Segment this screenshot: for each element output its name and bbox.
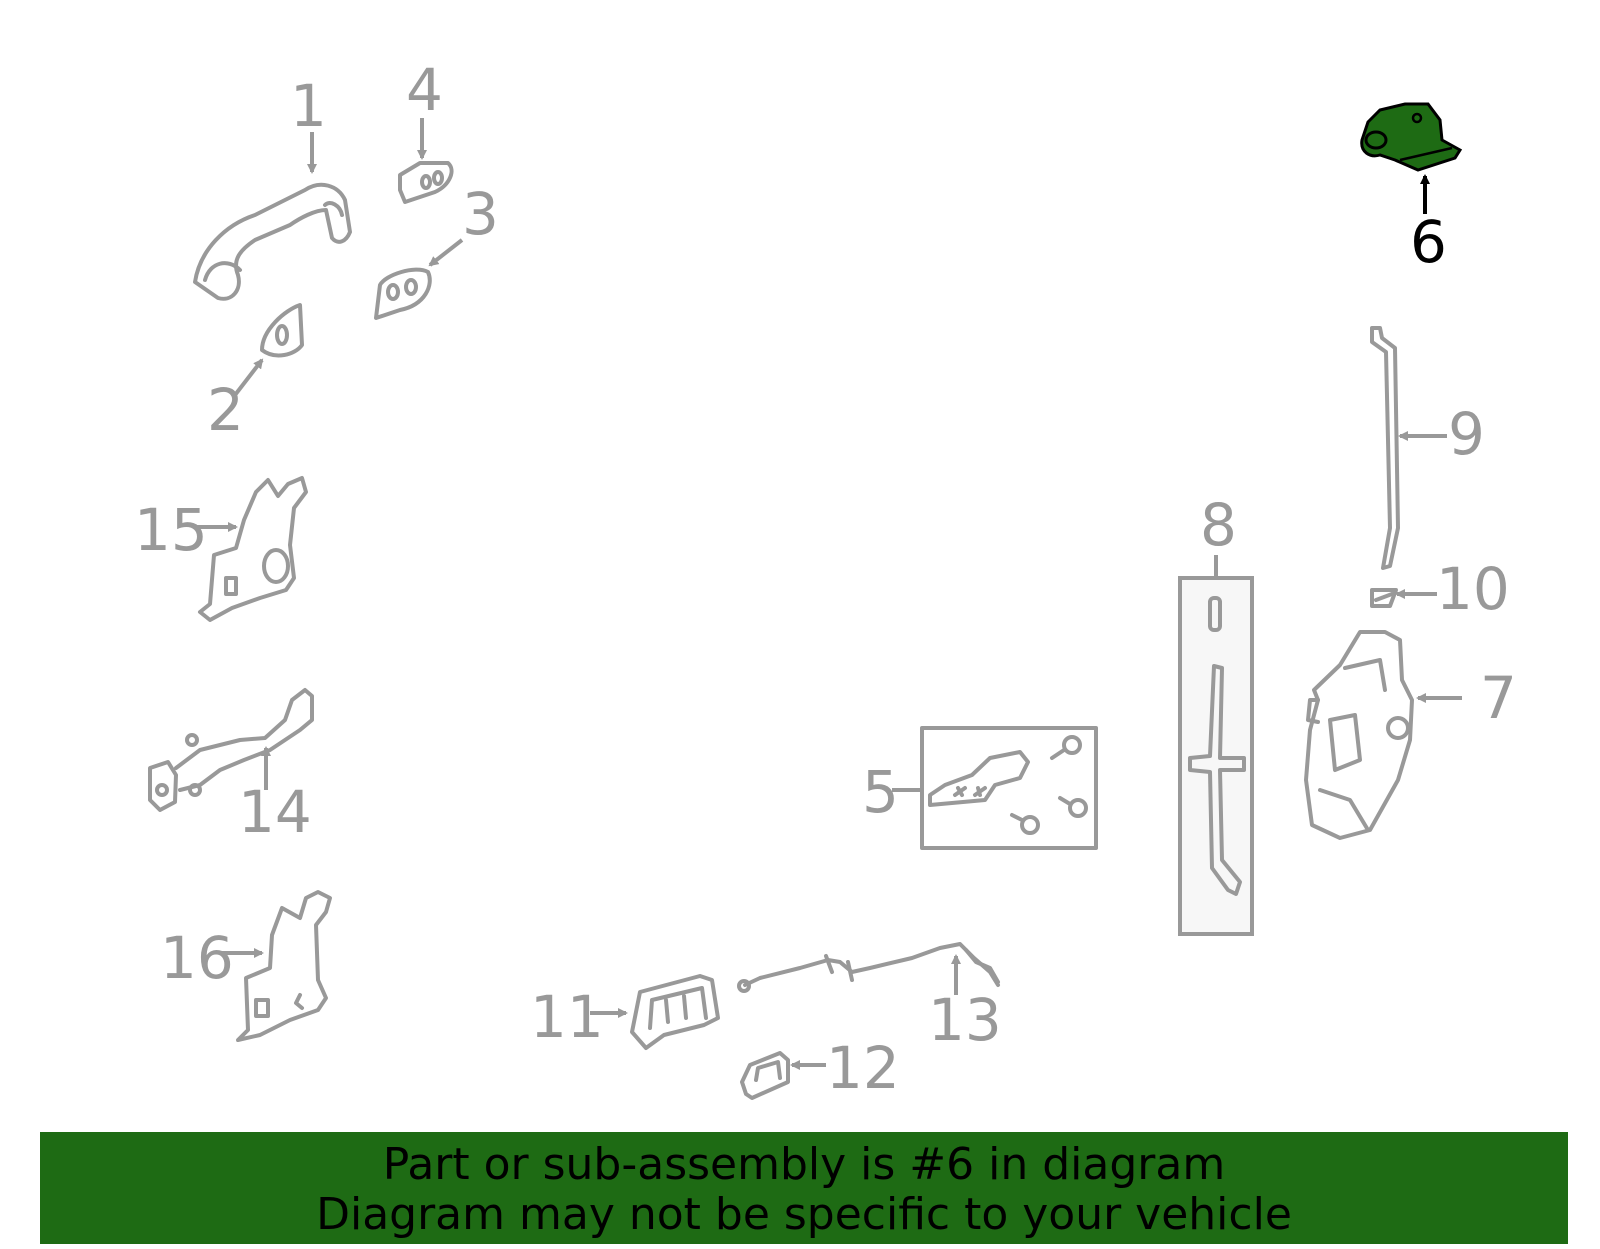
part-5-screw-1[interactable] [1050, 735, 1082, 760]
callout-7: 7 [1480, 664, 1517, 732]
callout-5: 5 [862, 758, 899, 826]
callout-15: 15 [134, 496, 208, 564]
part-1-outside-handle[interactable] [193, 182, 352, 301]
callout-16: 16 [160, 924, 234, 992]
part-5-lock-rod[interactable] [928, 750, 1030, 807]
part-10-clip[interactable] [1370, 588, 1398, 608]
callout-9: 9 [1448, 400, 1485, 468]
part-5-screw-3[interactable] [1010, 813, 1040, 835]
callout-14: 14 [238, 778, 312, 846]
part-7-lock-actuator[interactable] [1304, 630, 1414, 840]
part-5-screw-2[interactable] [1058, 796, 1088, 818]
banner-line-1: Part or sub-assembly is #6 in diagram [382, 1139, 1226, 1190]
callout-10: 10 [1436, 555, 1510, 623]
part-8-rod[interactable] [1188, 596, 1246, 896]
banner-line-2: Diagram may not be specific to your vehi… [316, 1189, 1292, 1240]
part-16-hinge[interactable] [236, 890, 332, 1042]
part-2-gasket[interactable] [260, 303, 304, 358]
part-12-bezel[interactable] [740, 1051, 790, 1100]
leader-2 [233, 358, 264, 397]
callout-6: 6 [1410, 208, 1447, 276]
callout-12: 12 [826, 1034, 900, 1102]
part-15-hinge[interactable] [198, 476, 308, 622]
part-3-gasket[interactable] [374, 267, 432, 320]
callout-1: 1 [290, 72, 327, 140]
callout-2: 2 [207, 376, 244, 444]
callout-11: 11 [530, 983, 604, 1051]
part-9-rod[interactable] [1370, 326, 1400, 570]
callout-3: 3 [462, 180, 499, 248]
part-6-highlighted-bracket[interactable] [1360, 102, 1463, 172]
callout-13: 13 [928, 986, 1002, 1054]
part-11-inside-handle[interactable] [630, 974, 720, 1050]
part-4-cap[interactable] [398, 161, 454, 204]
part-14-door-check[interactable] [148, 688, 314, 812]
part-5-box[interactable] [920, 726, 1098, 850]
part-13-cable[interactable] [737, 942, 1000, 993]
callout-8: 8 [1200, 491, 1237, 559]
info-banner: Part or sub-assembly is #6 in diagram Di… [40, 1132, 1568, 1244]
leader-3 [428, 238, 464, 267]
callout-4: 4 [406, 56, 443, 124]
